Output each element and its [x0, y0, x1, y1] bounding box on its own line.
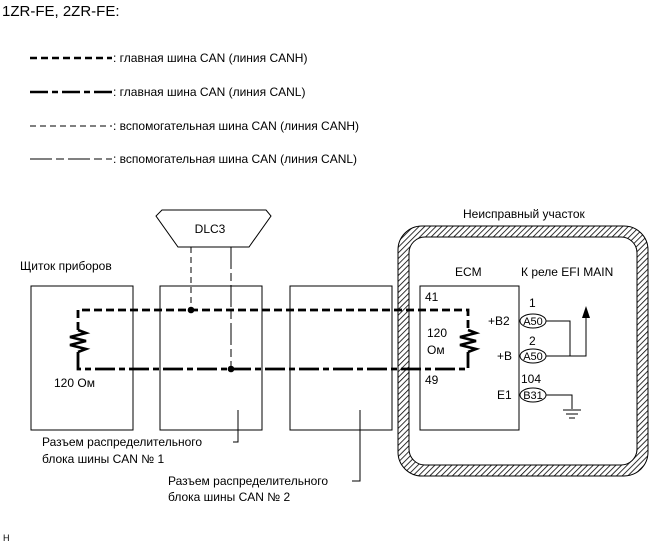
meter-box — [30, 285, 134, 431]
junction-dot-canh — [187, 306, 195, 314]
junction-1-label-line1: Разъем распределительного — [42, 435, 202, 449]
junction-connector-1-box — [159, 285, 263, 431]
ecm-title: ECM — [455, 265, 482, 279]
relay-wire — [570, 318, 587, 357]
power-link-wire — [546, 320, 571, 357]
pin-3-name: E1 — [497, 388, 512, 402]
pin-3-number: 104 — [521, 372, 541, 386]
relay-label: К реле EFI MAIN — [521, 265, 613, 279]
ground-wire — [546, 394, 573, 409]
engine-header: 1ZR-FE, 2ZR-FE: — [2, 3, 120, 20]
pin-3-connector-label: B31 — [523, 390, 543, 402]
legend-label-main-canh: : главная шина CAN (линия CANH) — [113, 51, 307, 65]
meter-resistor-label: 120 Ом — [54, 376, 95, 390]
pin-2-connector-label: A50 — [523, 351, 543, 363]
dlc3-label: DLC3 — [195, 222, 226, 236]
ecm-resistor-unit: Ом — [427, 343, 445, 357]
pin-1-connector-label: A50 — [523, 316, 543, 328]
main-bus-canh — [76, 308, 470, 330]
meter-label: Щиток приборов — [20, 259, 112, 273]
ground-icon — [563, 409, 581, 419]
ecm-pin-canl: 49 — [425, 373, 439, 387]
ecm-resistor — [459, 328, 481, 354]
ecm-box — [419, 285, 520, 431]
junction-dot-canl — [227, 365, 235, 373]
legend-label-main-canl: : главная шина CAN (линия CANL) — [113, 85, 305, 99]
pin-2-name: +B — [497, 349, 512, 363]
junction-2-label-line2: блока шины CAN № 2 — [168, 490, 290, 504]
junction-2-label-line1: Разъем распределительного — [168, 474, 328, 488]
pin-2-number: 2 — [529, 334, 536, 348]
main-bus-canl — [76, 352, 470, 371]
pin-1-number: 1 — [529, 296, 536, 310]
dlc3-connector: DLC3 — [155, 209, 272, 248]
legend-label-sub-canl: : вспомогательная шина CAN (линия CANL) — [113, 152, 357, 166]
junction-connector-2-box — [289, 285, 393, 431]
ecm-pin-canh: 41 — [425, 290, 439, 304]
junction-2-leader — [352, 410, 361, 482]
legend: : главная шина CAN (линия CANH) : главна… — [30, 51, 359, 166]
junction-1-label-line2: блока шины CAN № 1 — [42, 452, 164, 466]
pin-1-name: +B2 — [488, 314, 510, 328]
meter-resistor — [69, 328, 91, 354]
fault-area-label: Неисправный участок — [463, 207, 586, 221]
relay-arrow-icon — [582, 306, 590, 318]
ecm-resistor-value: 120 — [427, 326, 447, 340]
footer-code: H — [3, 533, 10, 543]
junction-1-leader — [233, 410, 239, 443]
legend-label-sub-canh: : вспомогательная шина CAN (линия CANH) — [113, 119, 359, 133]
